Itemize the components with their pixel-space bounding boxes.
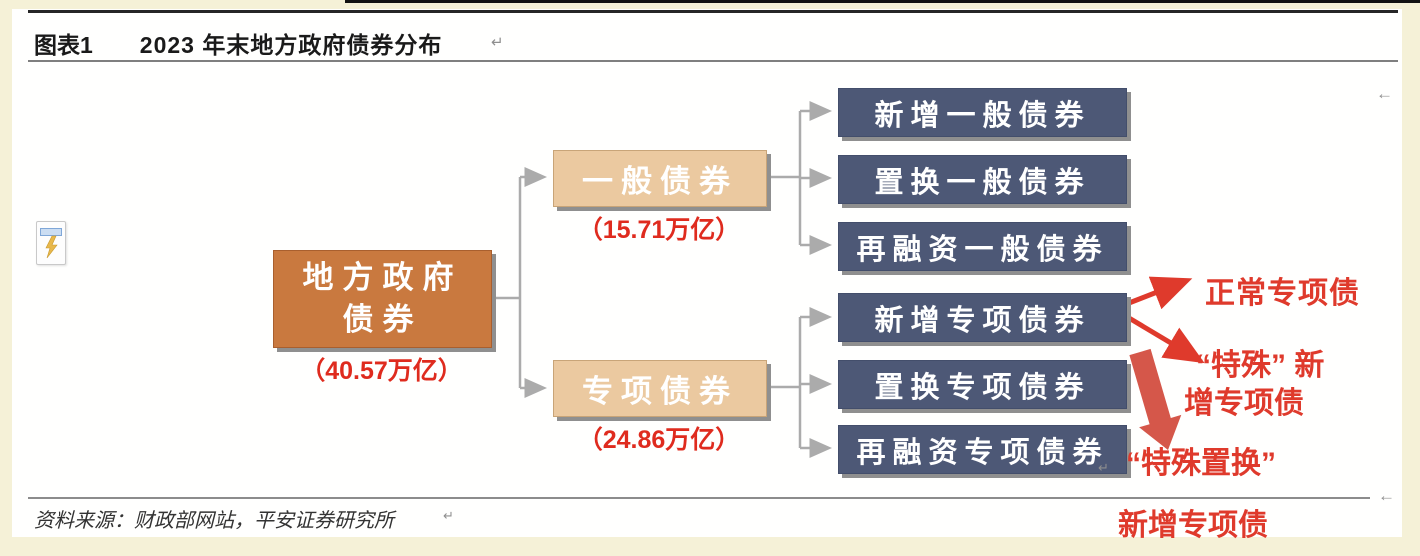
autocorrect-options-button[interactable] (36, 221, 66, 265)
annotation-special-new-line2: 增专项债 (1184, 387, 1304, 420)
window-top-edge (345, 0, 1420, 3)
special-value: （24.86万亿） (577, 426, 741, 454)
node-label-line1: 地方政府 (302, 260, 463, 295)
node-new-special-bonds: 新增专项债券 (838, 293, 1127, 342)
source-text: 资料来源：财政部网站，平安证券研究所 (34, 510, 394, 532)
annotation-special-new-line1: “特殊” 新 (1196, 349, 1325, 382)
node-special-bonds: 专项债券 (553, 360, 767, 417)
line-end-mark: ← (1376, 84, 1393, 103)
title-underline (28, 60, 1398, 62)
node-new-general-bonds: 新增一般债券 (838, 88, 1127, 137)
leaf-label: 新增一般债券 (874, 99, 1091, 132)
branch-label: 一般债券 (582, 164, 738, 199)
paragraph-return-mark: ↵ (491, 34, 504, 51)
annotation-special-swap-line2: 新增专项债 (1118, 509, 1268, 542)
figure-title: 2023 年末地方政府债券分布 (139, 32, 443, 58)
node-local-government-bonds: 地方政府 债券 (273, 250, 492, 348)
leaf-label: 再融资一般债券 (856, 233, 1109, 266)
leaf-label: 新增专项债券 (874, 304, 1091, 337)
annotation-special-swap-line1: “特殊置换” (1126, 447, 1276, 480)
source-note: 资料来源：财政部网站，平安证券研究所 (34, 504, 394, 533)
table-top-border (28, 10, 1398, 13)
root-value: （40.57万亿） (300, 357, 463, 385)
node-swap-general-bonds: 置换一般债券 (838, 155, 1127, 204)
source-topline (28, 497, 1370, 499)
source-return-mark: ↵ (443, 508, 454, 523)
autocorrect-menu-bar (40, 228, 62, 236)
leaf-label: 再融资专项债券 (856, 436, 1109, 469)
figure-header: 图表1 2023 年末地方政府债券分布 (34, 26, 442, 60)
node-label-line2: 债券 (342, 302, 423, 337)
annotation-normal-special-bonds: 正常专项债 (1205, 277, 1360, 310)
leaf-label: 置换专项债券 (874, 371, 1091, 404)
branch-label: 专项债券 (582, 374, 738, 409)
anchor-return-mark: ↵ (1098, 460, 1109, 475)
node-swap-special-bonds: 置换专项债券 (838, 360, 1127, 409)
leaf-label: 置换一般债券 (874, 166, 1091, 199)
lightning-bolt-icon (45, 235, 58, 259)
node-general-bonds: 一般债券 (553, 150, 767, 207)
figure-tag: 图表1 (34, 32, 93, 58)
node-refinancing-special-bonds: 再融资专项债券 (838, 425, 1127, 474)
node-refinancing-general-bonds: 再融资一般债券 (838, 222, 1127, 271)
line-end-mark-bottom: ← (1378, 486, 1395, 505)
general-value: （15.71万亿） (577, 216, 741, 244)
